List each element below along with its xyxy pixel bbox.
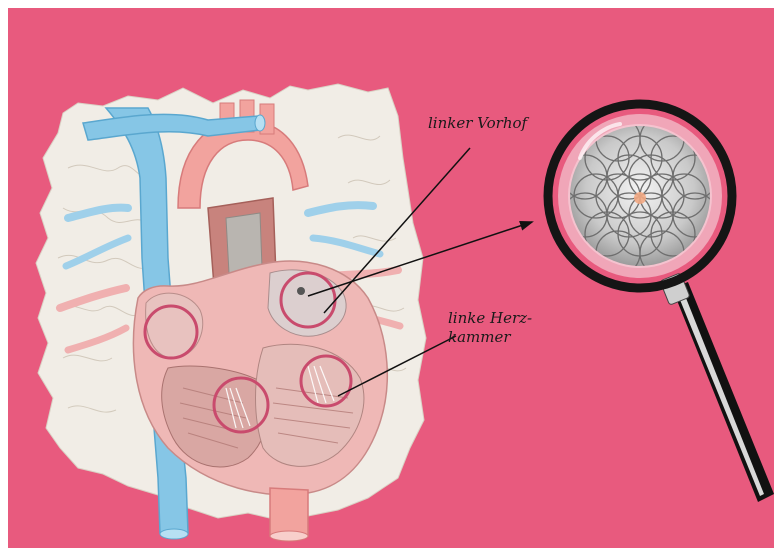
vena-cava-opening — [160, 529, 188, 539]
label-left-ventricle-line2: kammer — [448, 328, 532, 347]
lens-center-spark — [634, 192, 646, 204]
label-left-ventricle: linke Herz- kammer — [448, 309, 532, 347]
atrium-point — [297, 287, 305, 295]
vein-opening — [255, 115, 265, 131]
aorta-opening — [270, 531, 308, 541]
label-left-atrium: linker Vorhof — [428, 114, 527, 133]
heart-illustration — [8, 8, 774, 548]
label-left-atrium-text: linker Vorhof — [428, 114, 527, 132]
descending-aorta — [270, 488, 308, 536]
label-left-ventricle-line1: linke Herz- — [448, 309, 532, 328]
illustration-canvas — [8, 8, 774, 548]
